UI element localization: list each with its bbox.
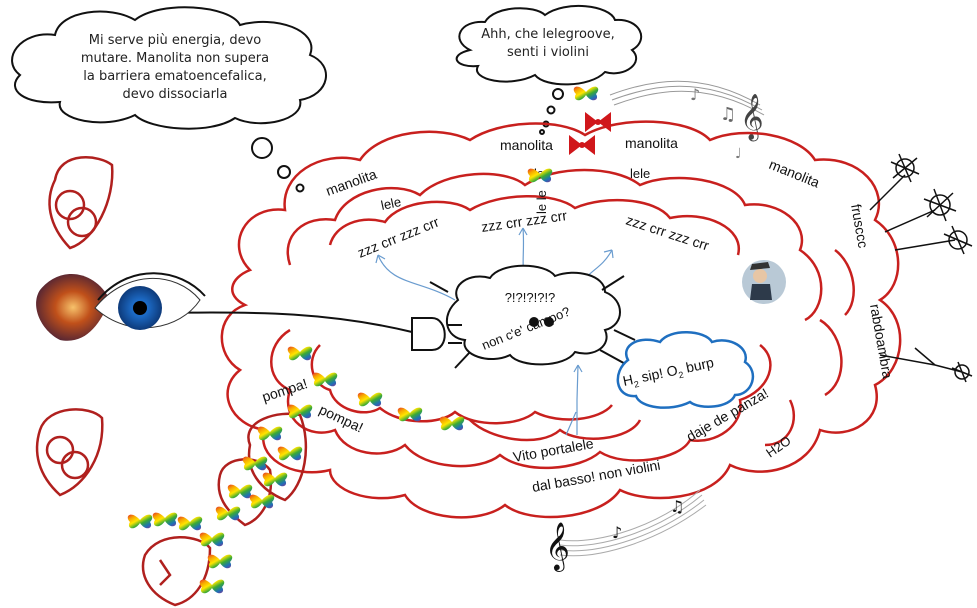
thought-text-left-4: devo dissociarla — [122, 87, 227, 102]
thought-text-right-1: Ahh, che lelegroove, — [481, 27, 614, 42]
label-pompa-1: pompa! — [260, 375, 309, 405]
label-dal-basso: dal basso! non violini — [531, 457, 662, 495]
blue-cloud-burp: burp — [681, 354, 716, 376]
svg-text:♫: ♫ — [720, 104, 736, 125]
label-le-le: le le — [534, 190, 549, 214]
svg-text:♩: ♩ — [735, 146, 742, 162]
svg-text:♪: ♪ — [690, 85, 700, 104]
leaf-circles-bottom-icon — [35, 408, 104, 497]
label-manolita-mid: manolita — [625, 135, 678, 151]
center-question: ?!?!?!?!? — [505, 290, 556, 305]
label-manolita-left: manolita — [324, 166, 379, 199]
blue-cloud: H — [0, 0, 755, 409]
svg-text:H: H — [0, 0, 10, 3]
blue-cloud-h: H — [0, 0, 10, 3]
leaf-circles-top-icon — [48, 156, 114, 250]
music-staff-top-icon: 𝄞 ♫ ♪ ♩ — [609, 80, 765, 162]
svg-text:♫: ♫ — [670, 497, 684, 516]
label-lele-left: lele — [380, 194, 403, 213]
center-cloud: ?!?!?!?!? non c'e' campo? — [429, 264, 636, 369]
label-h2o: H2O — [763, 433, 794, 461]
blue-cloud-h2: H — [621, 371, 634, 389]
molecule-icons — [869, 153, 973, 383]
svg-text:𝄞: 𝄞 — [545, 521, 570, 572]
person-in-clouds-icon — [742, 260, 786, 304]
music-staff-bottom-icon: 𝄞 ♪ ♫ — [545, 489, 707, 572]
svg-text:♪: ♪ — [612, 523, 622, 542]
thought-dots-left — [251, 137, 305, 193]
label-manolita-center: manolita — [500, 137, 553, 153]
label-rabdoambra: rabdoambra — [867, 303, 896, 380]
thought-text-left-3: la barriera ematoencefalica, — [83, 69, 267, 84]
thought-cloud-left: Mi serve più energia, devo mutare. Manol… — [11, 6, 327, 130]
thought-text-left-2: mutare. Manolita non supera — [81, 51, 269, 66]
label-frusccc: frusccc — [848, 203, 871, 249]
svg-text:𝄞: 𝄞 — [740, 94, 764, 142]
thought-cloud-right: Ahh, che lelegroove, senti i violini — [455, 4, 643, 86]
thought-text-left-1: Mi serve più energia, devo — [89, 33, 262, 48]
thought-text-right-2: senti i violini — [507, 45, 589, 60]
thought-dots-right — [539, 88, 564, 135]
blue-cloud-h2-sub: 2 — [633, 379, 640, 390]
label-manolita-right: manolita — [767, 156, 822, 191]
blue-cloud-o2-sub: 2 — [678, 369, 685, 380]
red-bow-icon — [569, 112, 611, 155]
eye-icon — [36, 272, 206, 341]
label-lele-right: lele — [630, 166, 650, 181]
